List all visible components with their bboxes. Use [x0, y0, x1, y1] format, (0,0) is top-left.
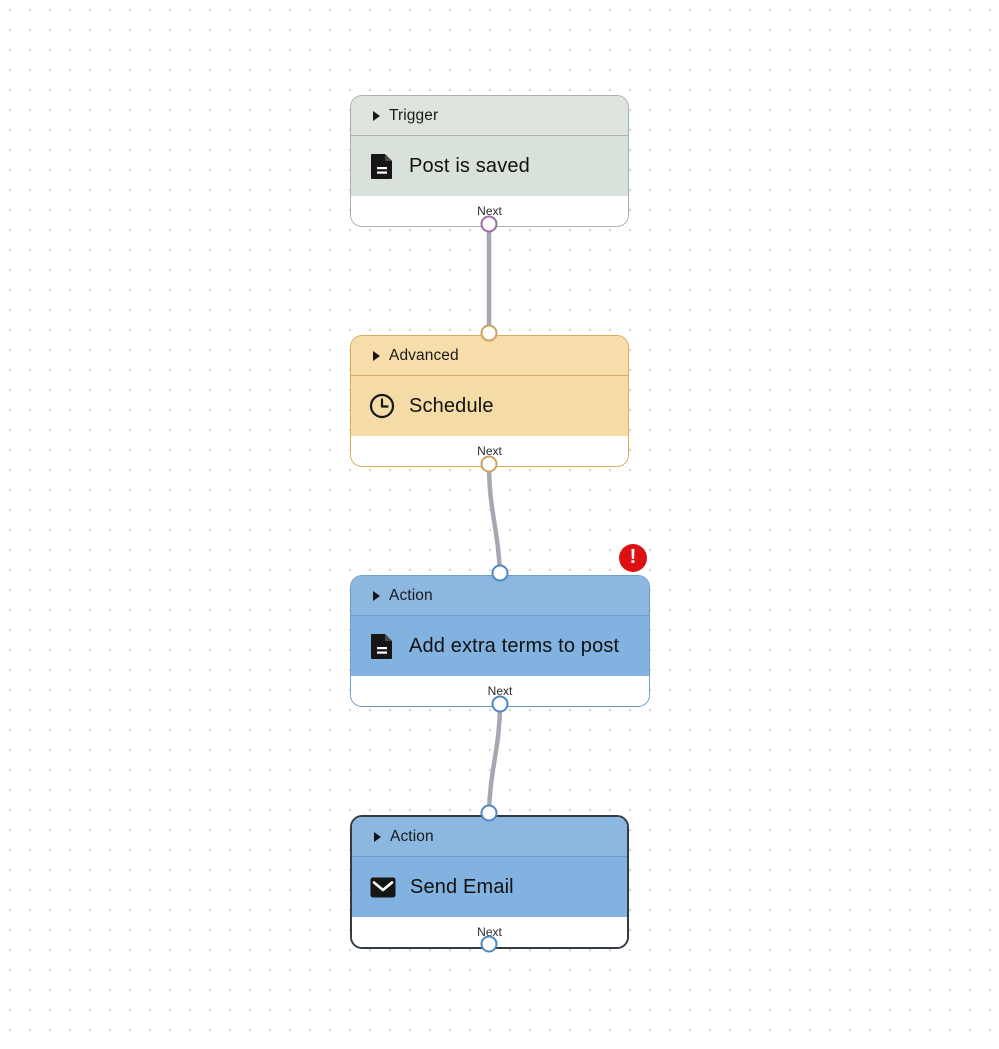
port-advanced-out[interactable]	[480, 455, 498, 473]
collapse-triangle-icon[interactable]	[373, 590, 380, 601]
port-action-email-in[interactable]	[480, 804, 498, 822]
port-advanced-in[interactable]	[480, 324, 498, 342]
node-header-advanced[interactable]: Advanced	[351, 336, 628, 376]
node-body-action-email[interactable]: Send Email	[352, 857, 627, 917]
edge-action-terms-to-action-email	[486, 701, 503, 816]
node-title: Post is saved	[409, 154, 530, 177]
port-action-email-out[interactable]	[480, 935, 498, 953]
edge-advanced-to-action-terms	[486, 461, 503, 576]
node-title: Add extra terms to post	[409, 634, 620, 657]
collapse-triangle-icon[interactable]	[373, 110, 380, 121]
node-header-action-terms[interactable]: Action	[351, 576, 649, 616]
document-icon	[369, 633, 395, 659]
node-body-action-terms[interactable]: Add extra terms to post	[351, 616, 649, 676]
node-header-trigger[interactable]: Trigger	[351, 96, 628, 136]
node-body-trigger[interactable]: Post is saved	[351, 136, 628, 196]
node-body-advanced[interactable]: Schedule	[351, 376, 628, 436]
document-icon	[369, 153, 395, 179]
collapse-triangle-icon[interactable]	[374, 831, 381, 842]
node-category-label: Advanced	[389, 346, 459, 364]
port-action-terms-out[interactable]	[491, 695, 509, 713]
node-header-action-email[interactable]: Action	[352, 817, 627, 857]
node-title: Schedule	[409, 394, 494, 417]
error-badge[interactable]: !	[619, 544, 647, 572]
node-action-terms[interactable]: Action Add extra terms to post Next	[350, 575, 650, 707]
node-category-label: Action	[389, 586, 433, 604]
envelope-icon	[370, 874, 396, 900]
port-trigger-out[interactable]	[480, 215, 498, 233]
collapse-triangle-icon[interactable]	[373, 350, 380, 361]
node-category-label: Action	[390, 827, 434, 845]
node-category-label: Trigger	[389, 106, 439, 124]
node-trigger[interactable]: Trigger Post is saved Next	[350, 95, 629, 227]
clock-icon	[369, 393, 395, 419]
node-title: Send Email	[410, 875, 514, 898]
node-action-email[interactable]: Action Send Email Next	[350, 815, 629, 949]
port-action-terms-in[interactable]	[491, 564, 509, 582]
node-advanced[interactable]: Advanced Schedule Next	[350, 335, 629, 467]
exclamation-icon: !	[629, 546, 637, 568]
